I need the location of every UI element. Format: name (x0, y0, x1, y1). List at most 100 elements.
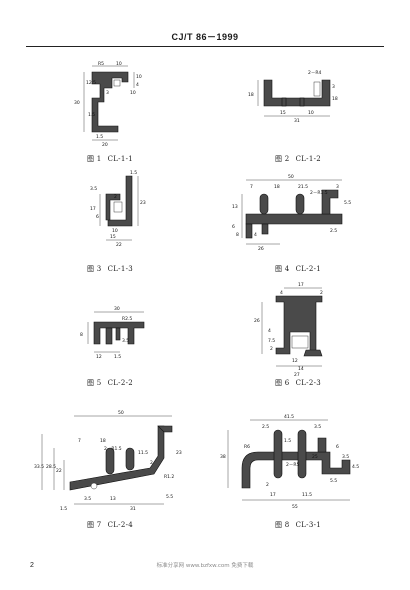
profile-drawing-6: 17 4 2 26 7.5 2 4 12 14 27 (254, 282, 323, 378)
figure-5: 30 R2.5 12 3.5 8 1.5 图 5 CL-2-2 (30, 282, 190, 402)
dim-label: R5 (98, 61, 104, 67)
dim-label: 10 (116, 61, 122, 67)
dim-label: 2 (114, 194, 117, 200)
dim-label: 4 (280, 290, 283, 296)
profile-drawing-8: 41.5 2.5 3.5 R6 1.5 2－R5 25 38 6 4.5 5.5… (220, 414, 359, 510)
figure-number: 图 2 (274, 155, 290, 163)
figure-name: CL-2-2 (107, 379, 134, 387)
figure-caption: 图 8 CL-3-1 (218, 520, 378, 530)
dim-label: 17 (298, 282, 304, 288)
dim-label: 3.5 (122, 338, 129, 344)
figure-caption: 图 2 CL-1-2 (218, 154, 378, 164)
dim-label: 1.5 (60, 506, 67, 512)
dim-label: 6 (232, 224, 235, 230)
profile-drawing-2: 2－R4 18 3 18 15 10 31 (248, 70, 338, 124)
figure-7: 50 7 18 2－R1.5 33.5 28.5 22 11.5 23 R1.2… (30, 408, 190, 530)
dim-label: 1.5 (114, 354, 121, 360)
dim-label: 7 (250, 184, 253, 190)
dim-label: 2－R5 (286, 462, 299, 468)
dim-label: 26 (254, 318, 260, 324)
dim-label: 14 (298, 366, 304, 372)
figure-4: 50 7 18 21.5 2－R1.5 3 5.5 13 6 4 8 2.5 2… (218, 168, 378, 288)
standard-code: CJ/T 86－1999 (171, 32, 239, 42)
figure-number: 图 6 (274, 379, 290, 387)
dim-label: 38 (220, 454, 226, 460)
dim-label: 4 (268, 328, 271, 334)
figure-name: CL-2-4 (107, 521, 134, 529)
figure-number: 图 3 (86, 265, 102, 273)
dim-label: 6 (336, 444, 339, 450)
dim-label: 17 (270, 492, 276, 498)
figure-number: 图 1 (86, 155, 102, 163)
dim-label: 3.5 (90, 186, 97, 192)
dim-label: 22 (56, 468, 62, 474)
dim-label: R6 (244, 444, 250, 450)
figure-caption: 图 4 CL-2-1 (218, 264, 378, 274)
dim-label: 15 (110, 234, 116, 240)
figure-name: CL-1-1 (107, 155, 134, 163)
watermark-text: 标准分享网 www.bzfxw.com 免费下载 (156, 563, 254, 569)
figure-name: CL-1-2 (295, 155, 322, 163)
figure-number: 图 4 (274, 265, 290, 273)
profile-drawing-3: 1.5 3.5 17 2 6 23 10 15 22 (90, 170, 146, 248)
profile-drawing-4: 50 7 18 21.5 2－R1.5 3 5.5 13 6 4 8 2.5 2… (232, 174, 351, 252)
dim-label: 10 (308, 110, 314, 116)
dim-label: 30 (114, 306, 120, 312)
dim-label: 13 (232, 204, 238, 210)
dim-label: 50 (118, 410, 124, 416)
dim-label: 1.5 (284, 438, 291, 444)
figure-1: R5 10 10 12.5 4 3 10 30 1.5 1.5 20 图 1 CL… (30, 58, 190, 178)
dim-label: 33.5 (34, 464, 44, 470)
dim-label: 13 (110, 496, 116, 502)
dim-label: 10 (136, 74, 142, 80)
dim-label: 2－R4 (308, 70, 321, 76)
dim-label: 11.5 (302, 492, 312, 498)
dim-label: 3 (106, 90, 109, 96)
figure-number: 图 5 (86, 379, 102, 387)
dim-label: 4.5 (352, 464, 359, 470)
dim-label: 2 (320, 290, 323, 296)
dim-label: 23 (140, 200, 146, 206)
dim-label: 11.5 (138, 450, 148, 456)
dim-label: 30 (74, 100, 80, 106)
dim-label: 18 (100, 438, 106, 444)
figure-name: CL-3-1 (295, 521, 322, 529)
dim-label: 2.5 (262, 424, 269, 430)
dim-label: 12 (96, 354, 102, 360)
dim-label: 2 (270, 346, 273, 352)
dim-label: 4 (254, 232, 257, 238)
dim-label: 2 (266, 482, 269, 488)
dim-label: 3.5 (342, 454, 349, 460)
profile-drawing-1: R5 10 10 12.5 4 3 10 30 1.5 1.5 20 (74, 61, 142, 148)
dim-label: 2.5 (330, 228, 337, 234)
dim-label: 2－R1.5 (310, 190, 328, 196)
dim-label: R1.2 (164, 474, 174, 480)
figure-number: 图 8 (274, 521, 290, 529)
dim-label: 23 (176, 450, 182, 456)
profile-drawing-5: 30 R2.5 12 3.5 8 1.5 (80, 306, 145, 360)
figure-name: CL-2-1 (295, 265, 322, 273)
page-number: 2 (30, 562, 34, 569)
figure-8: 41.5 2.5 3.5 R6 1.5 2－R5 25 38 6 4.5 5.5… (218, 408, 378, 530)
figure-caption: 图 5 CL-2-2 (30, 378, 190, 388)
dim-label: 18 (332, 96, 338, 102)
dim-label: 18 (274, 184, 280, 190)
dim-label: 3 (336, 184, 339, 190)
dim-label: 12 (292, 358, 298, 364)
dim-label: 10 (112, 228, 118, 234)
dim-label: 2 (150, 460, 153, 466)
dim-label: 3.5 (314, 424, 321, 430)
dim-label: 8 (80, 332, 83, 338)
dim-label: 2－R1.5 (104, 446, 122, 452)
dim-label: 25 (312, 454, 318, 460)
dim-label: 22 (116, 242, 122, 248)
profile-drawing-7: 50 7 18 2－R1.5 33.5 28.5 22 11.5 23 R1.2… (34, 410, 182, 512)
dim-label: 1.5 (130, 170, 137, 176)
dim-label: 12.5 (86, 80, 96, 86)
dim-label: 7 (78, 438, 81, 444)
